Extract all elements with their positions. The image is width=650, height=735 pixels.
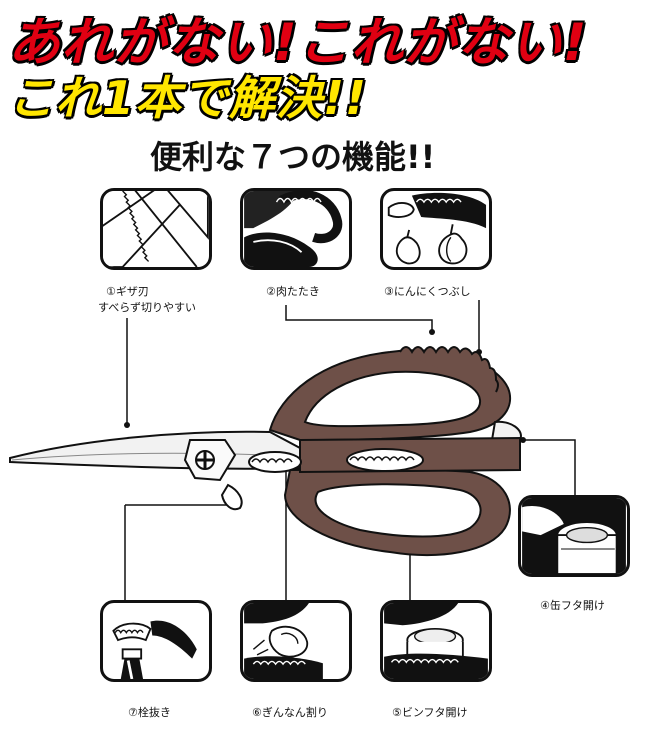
serrated-blade-icon [103, 191, 209, 267]
jar-opener-icon [384, 603, 488, 679]
meat-tenderizer-icon [244, 191, 343, 267]
caption-serrated-blade: ①ギザ刃 [106, 285, 149, 298]
caption-garlic-crusher: ③にんにくつぶし [384, 285, 471, 298]
caption-can-opener: ④缶フタ開け [540, 599, 605, 612]
feature-panel-garlic-crusher [380, 188, 492, 270]
headline-line-1: あれがない!これがない! [8, 13, 588, 73]
feature-panel-jar-opener [380, 600, 492, 682]
scissors-handles [248, 346, 522, 556]
bottle-opener-icon [112, 620, 197, 679]
headline-line-2: これ1本で解決!! [8, 71, 367, 125]
caption-bottle-opener: ⑦栓抜き [128, 706, 171, 719]
feature-panel-bottle-opener [100, 600, 212, 682]
feature-panel-serrated-blade [100, 188, 212, 270]
ginkgo-cracker-icon [244, 603, 323, 679]
garlic-crusher-icon [387, 192, 487, 265]
caption-serrated-blade-sub: すべらず切りやすい [98, 301, 197, 314]
feature-panel-can-opener [518, 495, 630, 577]
caption-jar-opener: ⑤ビンフタ開け [392, 706, 468, 719]
scissors-blade [9, 430, 301, 511]
caption-meat-tenderizer: ②肉たたき [266, 285, 320, 298]
caption-ginkgo-cracker: ⑥ぎんなん割り [252, 706, 328, 719]
feature-panel-ginkgo-cracker [240, 600, 352, 682]
feature-panel-meat-tenderizer [240, 188, 352, 270]
can-opener-icon [522, 498, 626, 574]
section-title: 便利な７つの機能!! [150, 138, 436, 176]
